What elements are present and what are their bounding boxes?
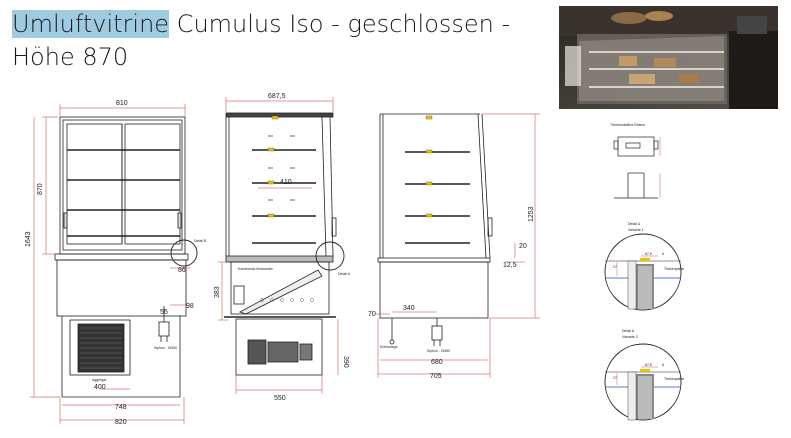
dim-98: 98 bbox=[186, 303, 194, 310]
product-photo bbox=[559, 6, 778, 109]
dim-side-width: 687,5 bbox=[268, 93, 286, 100]
front-dim-labels: 810 870 1643 86 98 55 400 748 820 Aggreg… bbox=[25, 100, 207, 426]
front-dimensions bbox=[30, 104, 190, 424]
dim-55: 55 bbox=[160, 309, 168, 316]
title-rest: Cumulus Iso - geschlossen - bbox=[169, 10, 511, 38]
detail-a1-dim-67-5: 67,5 bbox=[645, 252, 652, 256]
label-kuehlanlage: Kühlanlage bbox=[380, 345, 398, 349]
detail-a2-dim-6: 6 bbox=[662, 363, 664, 367]
dim-705: 705 bbox=[430, 373, 442, 380]
label-siphon-front: Siphon - DN50 bbox=[154, 346, 177, 350]
detail-a2-label-theke: Thekenplatte bbox=[664, 377, 684, 381]
front-view bbox=[54, 116, 198, 398]
side-view-left bbox=[224, 112, 345, 376]
dim-820: 820 bbox=[115, 419, 127, 426]
dim-400: 400 bbox=[94, 384, 106, 391]
dim-383: 383 bbox=[214, 286, 221, 298]
detail-a2-dim-27: 27 bbox=[613, 376, 617, 380]
detail-a-variant-2: Detail A Variante 2 27 67,5 6 Thekenplat… bbox=[604, 329, 684, 421]
side-left-dimensions bbox=[218, 97, 339, 394]
label-detail-b: Detail B bbox=[194, 239, 207, 243]
dim-410: 410 bbox=[280, 179, 292, 186]
detail-a1-dim-6: 6 bbox=[662, 252, 664, 256]
side-right-yellow-clips bbox=[425, 115, 433, 218]
label-siphon-side: Siphon - DN50 bbox=[427, 349, 450, 353]
label-aggregat: Aggregat bbox=[92, 378, 106, 382]
dim-12-5: 12,5 bbox=[503, 262, 517, 269]
detail-a1-title: Detail A bbox=[628, 222, 641, 226]
dim-680: 680 bbox=[431, 359, 443, 366]
label-kondensat: Kondensat-Verdunster bbox=[238, 267, 274, 271]
thermostat-box: Thermostatbox Eistem bbox=[610, 123, 661, 199]
dim-70: 70 bbox=[368, 311, 376, 318]
detail-a1-sub: Variante 1 bbox=[628, 228, 644, 232]
dim-340: 340 bbox=[403, 305, 415, 312]
page-title-line2: Höhe 870 bbox=[12, 43, 129, 71]
side-right-dim-labels: 1253 20 12,5 70 340 680 705 Kühlanlage S… bbox=[368, 206, 535, 380]
dim-390: 390 bbox=[342, 356, 349, 368]
title-highlight: Umluftvitrine bbox=[12, 10, 170, 38]
detail-a-variant-1: Detail A Variante 1 27 67,5 6 Thekenplat… bbox=[604, 222, 684, 311]
dim-550: 550 bbox=[274, 395, 286, 402]
thermostat-title: Thermostatbox Eistem bbox=[610, 123, 645, 127]
label-detail-a-side: Detail A bbox=[338, 272, 351, 276]
detail-a2-dim-67-5: 67,5 bbox=[645, 363, 652, 367]
detail-a2-sub: Variante 2 bbox=[622, 335, 638, 339]
page-title-line1: Umluftvitrine Cumulus Iso - geschlossen … bbox=[12, 10, 510, 38]
dim-front-height: 870 bbox=[37, 183, 44, 195]
dim-1253: 1253 bbox=[528, 206, 535, 222]
side-left-dim-labels: 687,5 410 383 390 550 Kondensat-Verdunst… bbox=[214, 93, 351, 402]
side-view-right bbox=[377, 113, 493, 346]
dim-86: 86 bbox=[178, 267, 186, 274]
dim-748: 748 bbox=[115, 404, 127, 411]
dim-20: 20 bbox=[519, 243, 527, 250]
dim-front-total: 1643 bbox=[25, 231, 32, 247]
detail-a1-label-theke: Thekenplatte bbox=[664, 267, 684, 271]
side-left-yellow-clips bbox=[267, 115, 279, 218]
dim-front-width: 810 bbox=[116, 100, 128, 107]
detail-a1-dim-27: 27 bbox=[613, 265, 617, 269]
detail-a2-title: Detail A bbox=[622, 329, 635, 333]
side-right-dimensions bbox=[375, 113, 540, 378]
